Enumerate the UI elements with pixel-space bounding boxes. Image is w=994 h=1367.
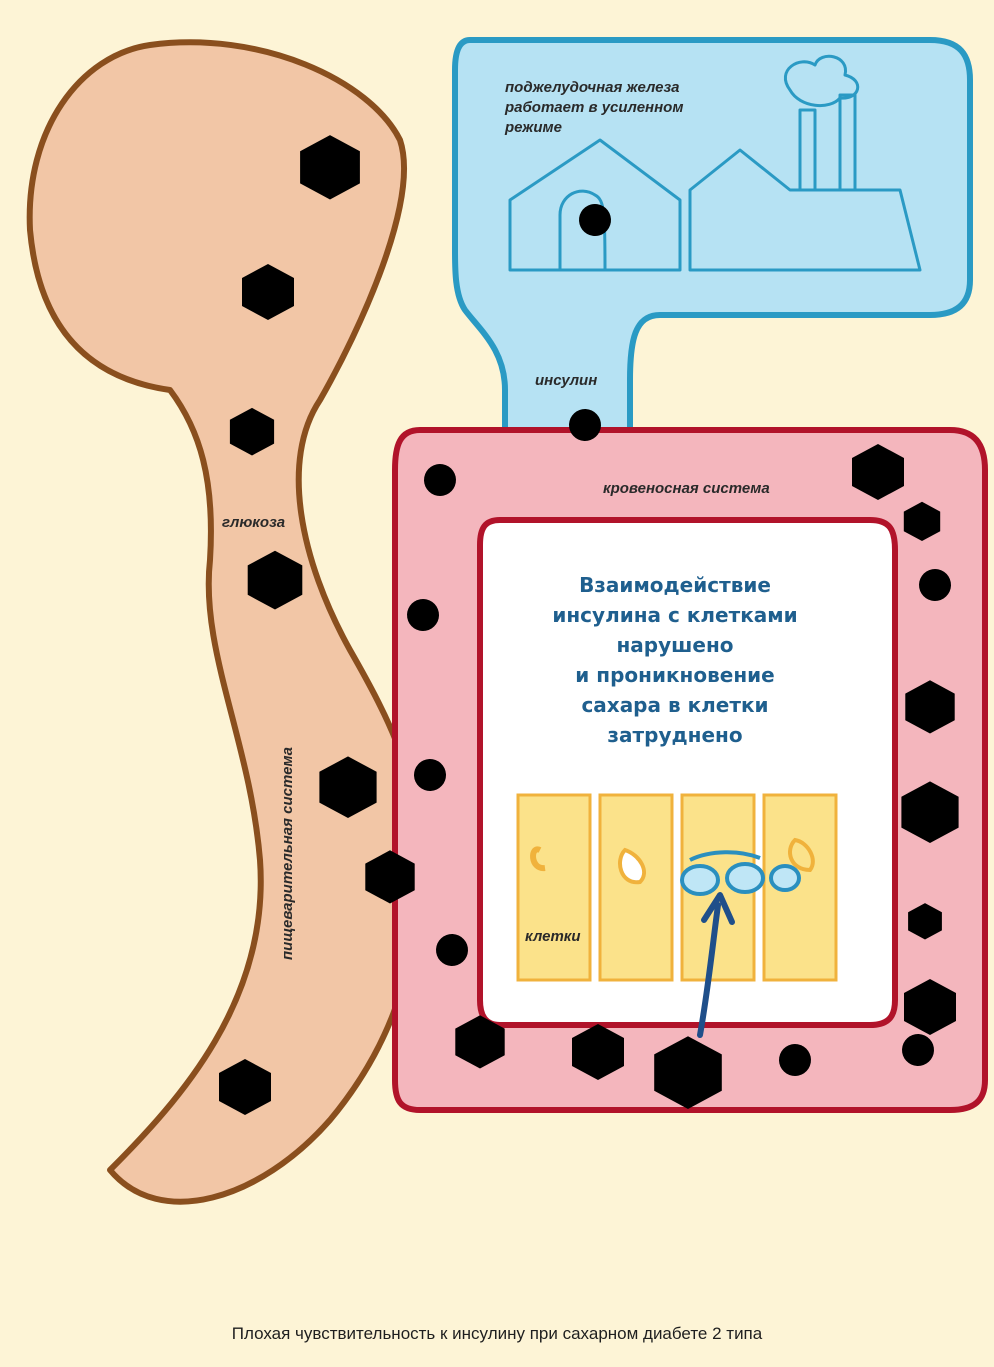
- pancreas-label-line2: работает в усиленном: [504, 99, 683, 116]
- insulin-label: инсулин: [535, 372, 597, 389]
- figure-caption: Плохая чувствительность к инсулину при с…: [0, 1324, 994, 1344]
- pancreas-label-line3: режиме: [504, 119, 562, 136]
- digestive-system-label: пищеварительная система: [279, 747, 296, 960]
- cell: [518, 795, 590, 980]
- bloodstream-frame: [395, 430, 985, 1110]
- cell: [600, 795, 672, 980]
- cells-label: клетки: [525, 928, 581, 945]
- main-message-line: и проникновение: [510, 660, 840, 690]
- pancreas-label-line1: поджелудочная железа: [505, 79, 680, 96]
- main-message: Взаимодействие инсулина с клетками наруш…: [510, 570, 840, 750]
- main-message-line: затруднено: [510, 720, 840, 750]
- digestive-tract: [30, 42, 420, 1201]
- main-message-line: Взаимодействие: [510, 570, 840, 600]
- blood-system-label: кровеносная система: [603, 480, 770, 497]
- main-message-line: нарушено: [510, 630, 840, 660]
- glucose-label: глюкоза: [222, 514, 285, 531]
- main-message-line: сахара в клетки: [510, 690, 840, 720]
- main-message-line: инсулина с клетками: [510, 600, 840, 630]
